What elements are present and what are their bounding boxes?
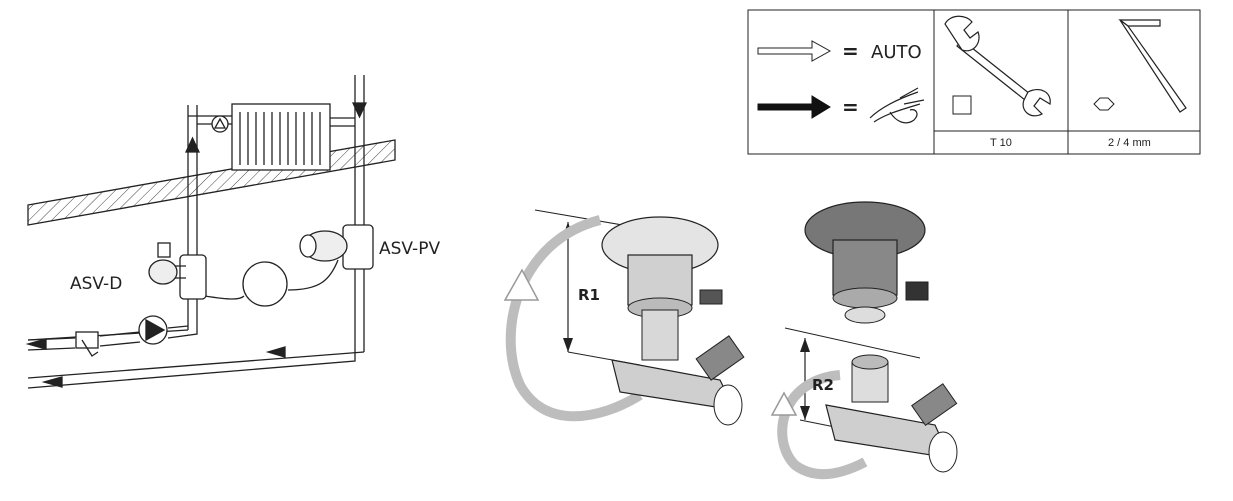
dimension-label-r2: R2 — [812, 376, 834, 394]
asv-pv-valve — [299, 224, 374, 270]
rotation-arrow-icon — [505, 215, 643, 422]
allen-key-icon — [1118, 19, 1187, 113]
warning-triangle-icon — [211, 115, 229, 133]
auto-label: AUTO — [871, 42, 922, 63]
equals-sign: = — [842, 39, 859, 63]
flow-arrow-left — [265, 346, 286, 358]
rotation-arrow-icon — [777, 370, 868, 480]
solid-arrow-icon — [757, 95, 831, 119]
hexagon-icon — [1093, 97, 1115, 111]
hollow-arrow-icon — [757, 40, 832, 62]
floor-slab — [27, 139, 396, 226]
flow-arrow-left — [25, 338, 47, 350]
piping-schematic — [25, 75, 396, 389]
actuator-head-detached — [804, 201, 929, 324]
equals-sign: = — [842, 95, 859, 119]
pliers-hand-icon — [869, 87, 925, 124]
capillary-tube — [242, 261, 288, 307]
hex-size-caption: 2 / 4 mm — [1108, 137, 1151, 149]
pump-icon — [138, 315, 168, 345]
dimension-label-r1: R1 — [578, 286, 600, 304]
asv-d-valve — [148, 242, 207, 300]
filter-icon — [75, 331, 99, 357]
valve-rotation-diagram-1 — [503, 209, 745, 426]
label-asv-d: ASV-D — [70, 274, 122, 294]
legend-table: = AUTO = T 10 2 / 4 mm — [747, 9, 1201, 155]
label-asv-pv: ASV-PV — [379, 239, 440, 259]
open-wrench-icon — [944, 15, 1051, 117]
square-icon — [952, 95, 972, 115]
flow-arrow-up — [184, 136, 201, 153]
radiator — [231, 103, 331, 171]
wrench-size-caption: T 10 — [990, 137, 1012, 149]
flow-arrow-down — [351, 102, 368, 119]
flow-arrow-left — [41, 376, 63, 388]
valve-rotation-diagram-2 — [770, 327, 958, 480]
